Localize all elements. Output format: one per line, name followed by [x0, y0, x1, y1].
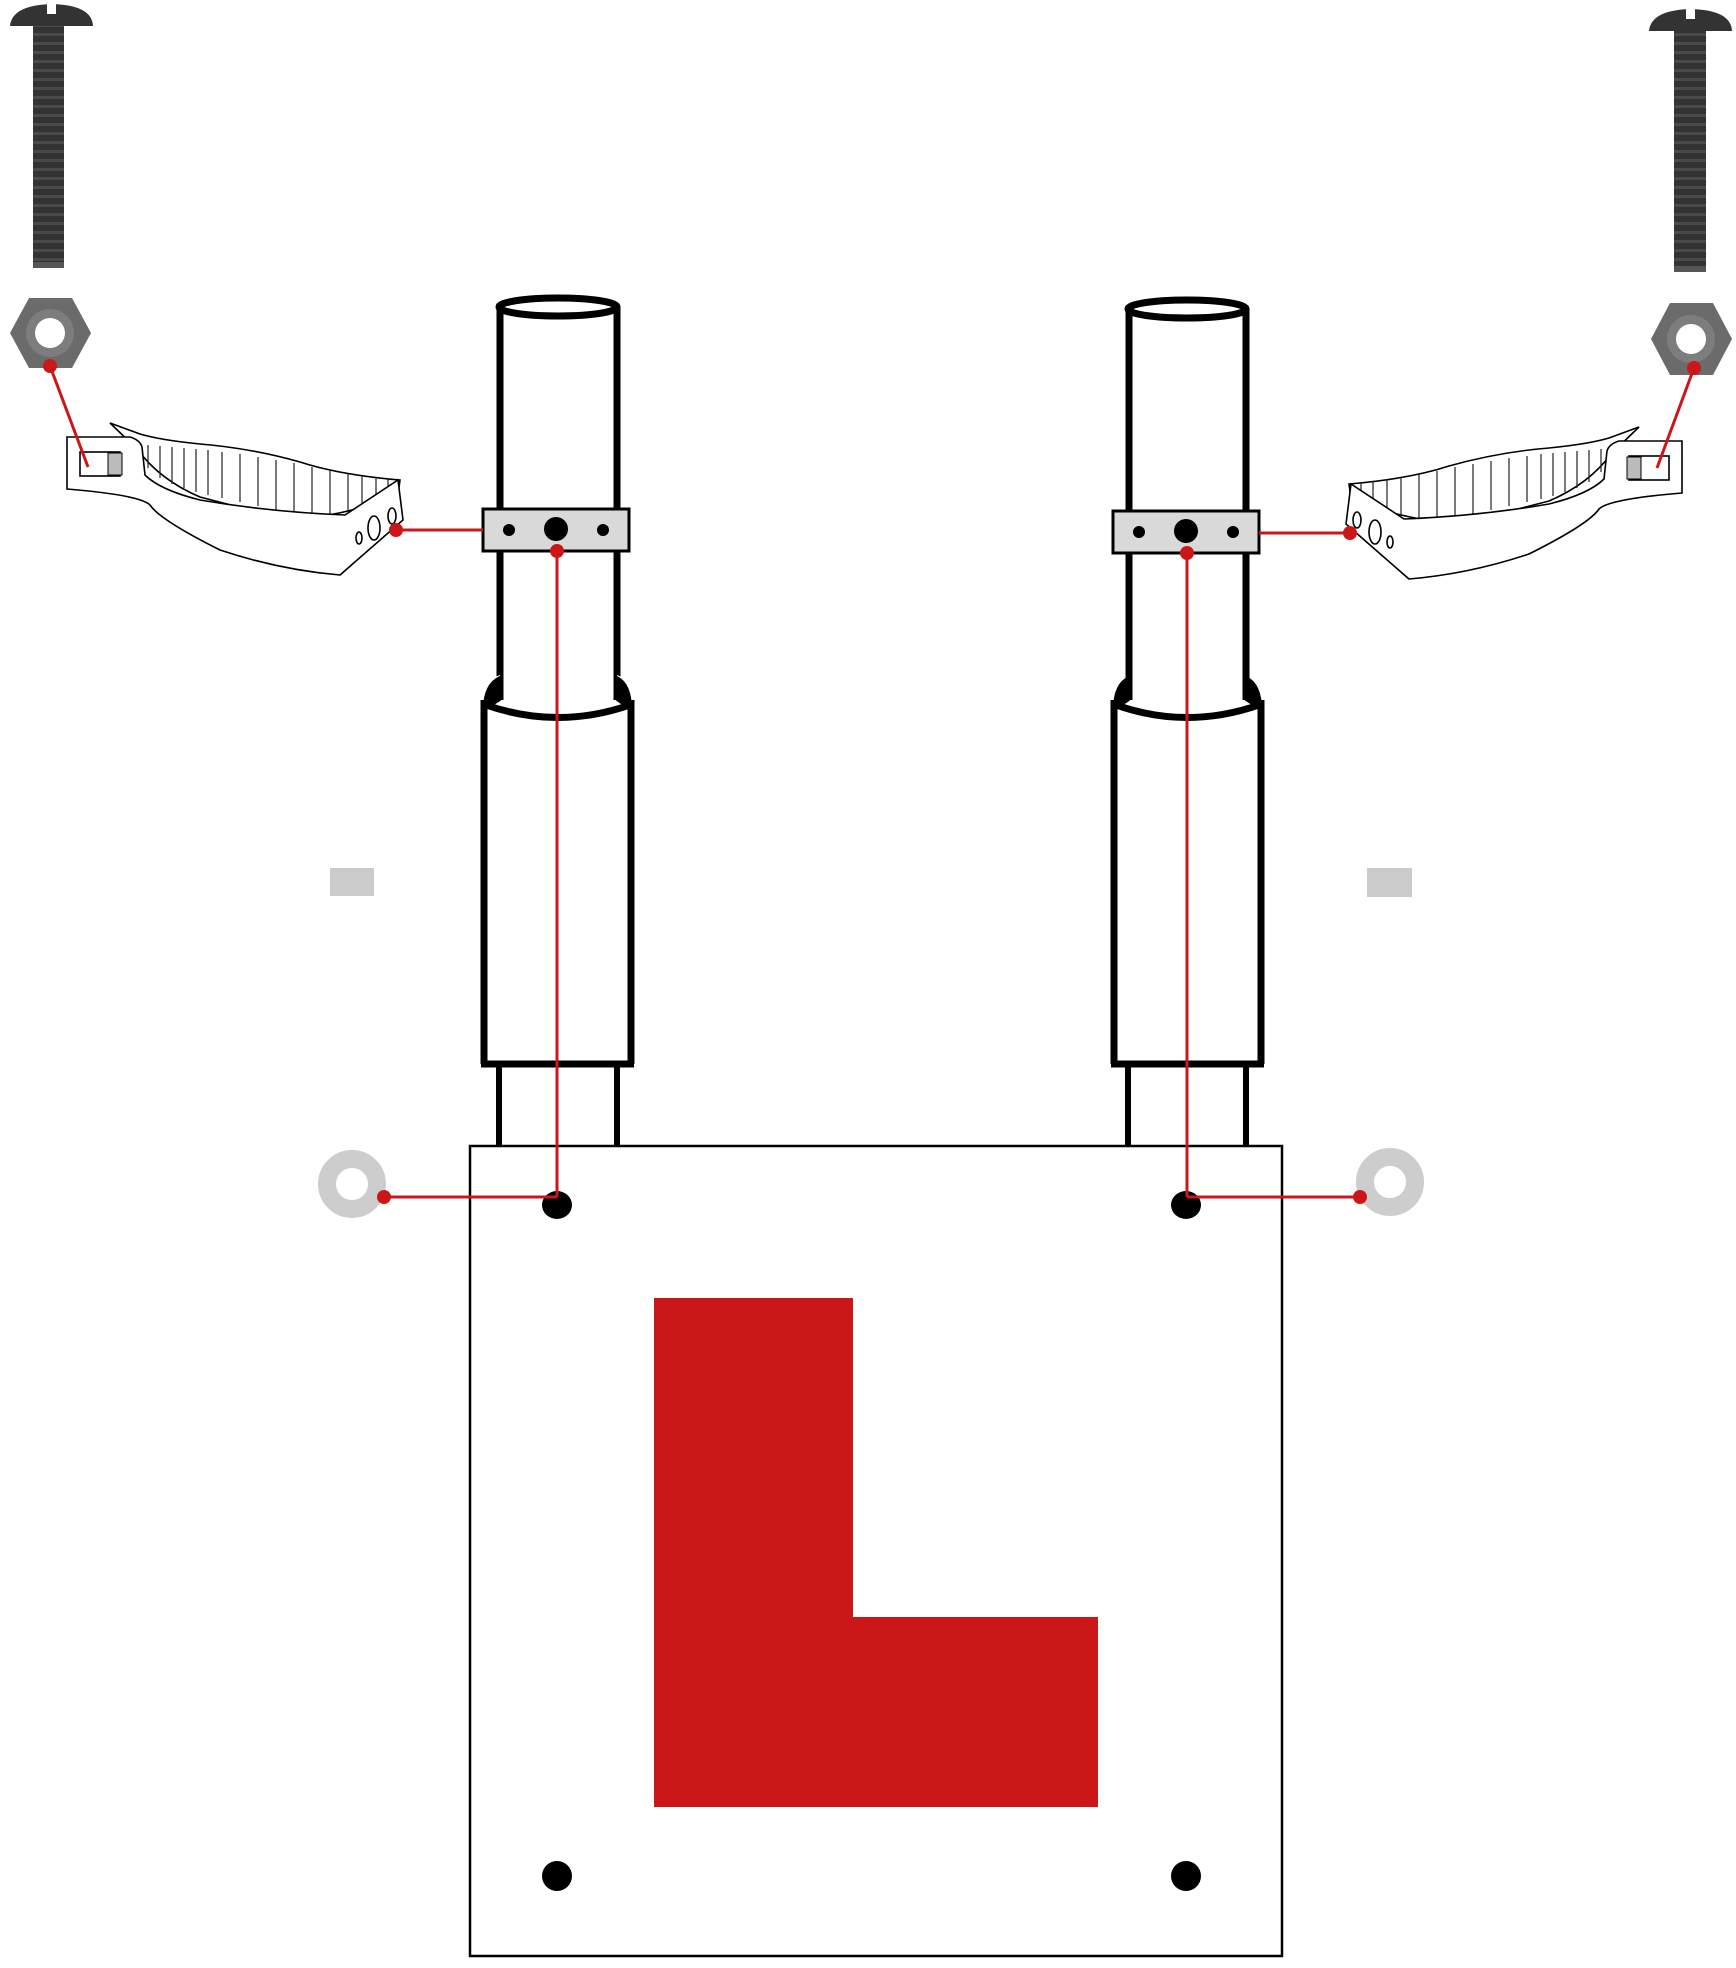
bolt-right-icon	[1649, 9, 1732, 272]
collar-right-icon	[1111, 509, 1261, 555]
spacer-right-icon	[1367, 868, 1412, 897]
spacer-left-icon	[330, 868, 374, 896]
l-letter-icon	[654, 1298, 1098, 1807]
plate-hole-bottom-right	[1171, 1861, 1201, 1891]
bolt-left-icon	[10, 4, 93, 268]
nut-right-icon	[1651, 303, 1732, 375]
connector-lines	[43, 359, 1701, 1204]
strap-right-icon	[1345, 426, 1683, 580]
washer-left-icon	[318, 1150, 386, 1218]
strap-left-icon	[66, 422, 404, 576]
nut-left-icon	[10, 298, 91, 368]
plate-hole-bottom-left	[542, 1861, 572, 1891]
learner-plate	[468, 1144, 1284, 1958]
washer-right-icon	[1356, 1148, 1424, 1216]
